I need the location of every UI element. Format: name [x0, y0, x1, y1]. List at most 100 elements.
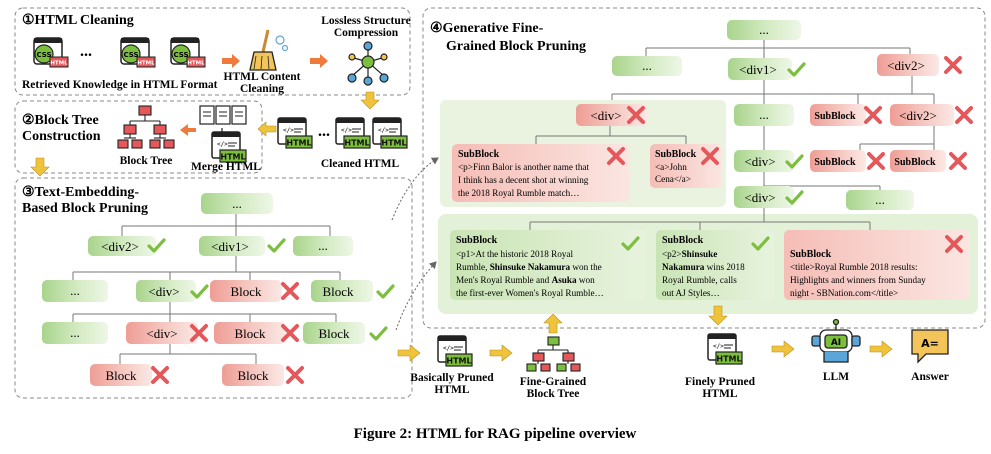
- arrow-to-fine-tree: [489, 344, 513, 362]
- s4-node-div-red-label: <div>: [590, 108, 621, 123]
- subblock-4-line-3: Royal Rumble, calls: [662, 275, 737, 285]
- finely-label-1: Finely Pruned: [685, 376, 756, 388]
- s3-node-div-mid: [136, 280, 196, 302]
- section3-title-2: Based Block Pruning: [22, 201, 148, 216]
- dotted-arrow-lower: [395, 261, 437, 331]
- arrow-to-basic-pruned: [397, 344, 421, 362]
- cross-icon: [955, 106, 973, 124]
- cross-icon: [281, 282, 299, 300]
- s4-node-subblock-r2-label: SubBlock: [814, 157, 856, 168]
- fine-grained-tree-icon: [526, 336, 581, 372]
- subblock-3: [450, 230, 646, 300]
- subblock-2-line-2: Cena</a>: [655, 174, 691, 184]
- section4-title-2: Grained Block Pruning: [446, 39, 586, 54]
- subblock-5-title: SubBlock: [790, 249, 832, 260]
- s4-node-dots-l-label: ...: [642, 58, 652, 73]
- answer-icon: A=: [911, 329, 949, 364]
- s3-node-dots-c: [42, 322, 108, 344]
- section2-title-1: ②Block Tree: [22, 113, 99, 128]
- s4-node-subblock-r: [810, 104, 866, 126]
- s3-node-root: [201, 193, 273, 214]
- llm-label: LLM: [823, 371, 849, 383]
- subblock-4-title: SubBlock: [662, 235, 704, 246]
- pruned-label-2: HTML: [434, 384, 469, 396]
- s3-node-block-e-label: Block: [105, 368, 137, 383]
- basic-pruned-html-icon: [437, 335, 473, 367]
- s4-node-div1-label: <div1>: [739, 62, 777, 77]
- subblock-1: [452, 144, 630, 202]
- subblock-2-title: SubBlock: [655, 149, 697, 160]
- subblock-5-line-1: <title>Royal Rumble 2018 results:: [790, 262, 918, 272]
- s4-node-div-b-label: <div>: [744, 190, 775, 205]
- section2-title-2: Construction: [22, 129, 101, 144]
- arrow-down-to-section3: [30, 157, 50, 177]
- subblock-1-line-1: <p>Finn Balor is another name that: [458, 162, 589, 172]
- cross-icon: [286, 366, 304, 384]
- section3-frame: [14, 177, 413, 399]
- subblock-5: [784, 230, 970, 300]
- ellipsis-cleaned: ...: [318, 123, 330, 140]
- s4-node-div2-r-label: <div2>: [899, 108, 937, 123]
- s3-node-dots-b-label: ...: [70, 283, 80, 298]
- subblock-3-line-1: <p1>At the historic 2018 Royal: [456, 249, 573, 259]
- answer-label: Answer: [911, 371, 949, 383]
- subblock-4-line-2: Nakamura wins 2018: [662, 262, 745, 272]
- subblock-1-title: SubBlock: [458, 149, 500, 160]
- cleaned-label: Cleaned HTML: [321, 158, 400, 170]
- s4-node-root-label: ...: [759, 22, 769, 37]
- section1-title: ①HTML Cleaning: [22, 13, 134, 28]
- section4-title-1: ④Generative Fine-: [430, 21, 544, 36]
- cross-icon: [867, 152, 885, 170]
- s3-node-block-a: [210, 280, 282, 302]
- section4-tree-edges-top: [611, 40, 935, 190]
- s4-node-subblock-r2: [810, 150, 866, 172]
- s3-node-block-c: [214, 322, 286, 344]
- s4-node-dots-n: [846, 190, 914, 210]
- s4-lower-panel-edges: [529, 208, 871, 230]
- figure-caption: Figure 2: HTML for RAG pipeline overview: [354, 426, 637, 442]
- s4-node-div-a-label: <div>: [744, 154, 775, 169]
- section2-frame: [14, 100, 263, 174]
- subblock-3-line-3: Men's Royal Rumble and Asuka won: [456, 275, 595, 285]
- cleaned-html-icon-2: [335, 117, 371, 149]
- arrow-down-to-cleaned: [360, 91, 380, 110]
- llm-ai-text: AI: [831, 338, 841, 348]
- subblock-3-line-2: Rumble, Shinsuke Nakamura won the: [456, 262, 602, 272]
- retrieved-label: Retrieved Knowledge in HTML Format: [22, 79, 218, 91]
- s3-node-block-d: [303, 322, 365, 344]
- html-doc-icon-2: [120, 37, 156, 68]
- s3-node-div1-label: <div1>: [211, 239, 249, 254]
- arrow-to-merge: [257, 121, 277, 137]
- s3-node-div-x-label: <div>: [146, 326, 177, 341]
- check-icon: [267, 238, 286, 253]
- section4-frame: [422, 7, 986, 329]
- llm-robot-icon: AI: [811, 318, 861, 363]
- s3-node-block-f: [222, 364, 284, 386]
- s4-node-div-b: [734, 186, 794, 208]
- s4-node-subblock-r3: [890, 150, 946, 172]
- broom-icon: [249, 29, 289, 71]
- s3-node-block-c-label: Block: [234, 326, 266, 341]
- s3-node-root-label: ...: [232, 196, 242, 211]
- s3-node-dots-b: [42, 280, 108, 302]
- cleaned-html-icon-1: [277, 117, 313, 149]
- pruned-label-1: Basically Pruned: [410, 372, 494, 384]
- subblock-1-line-2: I think has a decent shot at winning: [458, 175, 589, 185]
- s4-upper-panel-edges: [535, 126, 687, 144]
- s4-node-div-a: [734, 150, 794, 172]
- fine-tree-label-1: Fine-Grained: [520, 376, 587, 388]
- arrow-down-to-finely-pruned: [708, 305, 728, 326]
- cleaning-label-1: HTML Content: [224, 71, 301, 83]
- fine-tree-label-2: Block Tree: [527, 388, 580, 400]
- cross-icon: [151, 366, 169, 384]
- section1-frame: [14, 7, 411, 96]
- subblock-2-line-1: <a>John: [655, 162, 687, 172]
- s4-node-dots-l: [612, 56, 682, 76]
- finely-pruned-html-icon: [707, 333, 743, 365]
- check-icon: [369, 326, 388, 341]
- lossless-label-1: Lossless Structure: [321, 15, 411, 27]
- s3-node-div1: [199, 236, 265, 256]
- s4-node-div2-label: <div2>: [887, 58, 925, 73]
- block-tree-icon: [117, 105, 175, 149]
